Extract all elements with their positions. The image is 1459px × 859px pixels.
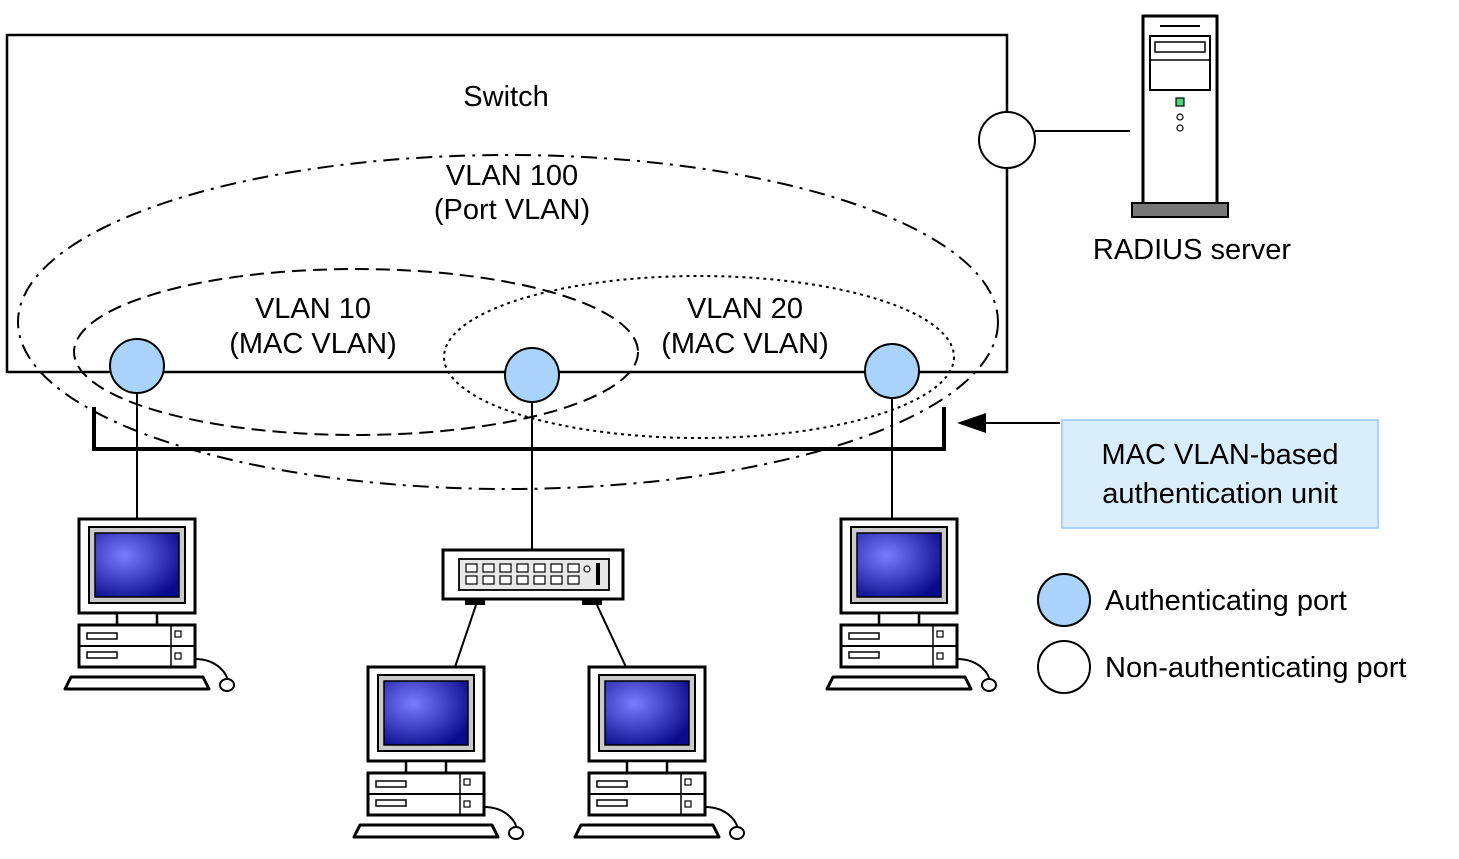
legend-non-auth-port-icon — [1037, 640, 1091, 694]
auth-port-2 — [504, 347, 560, 403]
legend-auth-port-label: Authenticating port — [1105, 585, 1347, 617]
vlan100-ellipse — [17, 154, 999, 490]
pc-terminal-1 — [63, 517, 236, 693]
vlan100-label-line2: (Port VLAN) — [434, 194, 590, 226]
switch-box — [5, 33, 1009, 374]
pc-terminal-4 — [825, 517, 998, 693]
vlan10-label-line1: VLAN 10 — [255, 293, 371, 325]
auth-unit-callout — [1061, 419, 1379, 529]
auth-unit-label-line1: MAC VLAN-based — [1102, 439, 1339, 471]
switch-label: Switch — [463, 81, 548, 113]
pc-terminal-2 — [352, 665, 525, 841]
auth-port-1 — [109, 338, 165, 394]
vlan100-label-line1: VLAN 100 — [446, 160, 578, 192]
radius-server-label: RADIUS server — [1093, 234, 1292, 266]
pc-terminal-3 — [573, 665, 746, 841]
auth-port-3 — [864, 343, 920, 399]
auth-unit-bracket — [92, 407, 946, 451]
vlan10-ellipse — [73, 268, 639, 436]
legend-auth-port-icon — [1037, 573, 1091, 627]
radius-server-icon — [1131, 14, 1229, 218]
vlan10-label-line2: (MAC VLAN) — [229, 328, 397, 360]
auth-unit-label-line2: authentication unit — [1102, 478, 1337, 510]
vlan20-label-line1: VLAN 20 — [687, 293, 803, 325]
hub-icon — [441, 548, 625, 605]
non-auth-port — [978, 111, 1036, 169]
legend-non-auth-port-label: Non-authenticating port — [1105, 652, 1406, 684]
vlan20-ellipse — [443, 275, 955, 439]
vlan20-label-line2: (MAC VLAN) — [661, 328, 829, 360]
